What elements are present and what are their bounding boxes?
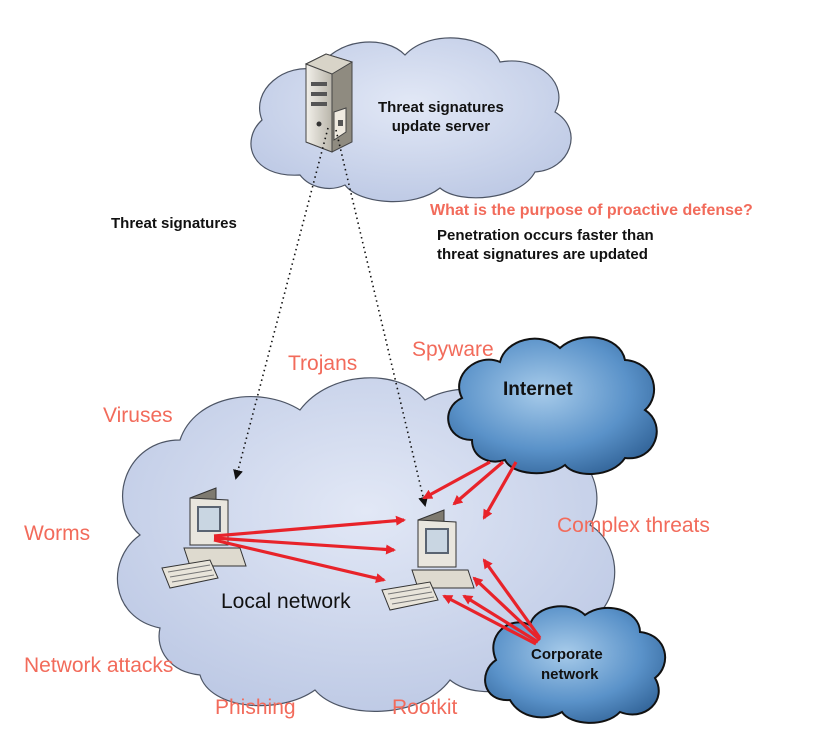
threat-spyware: Spyware — [412, 338, 494, 361]
internet-label: Internet — [503, 379, 573, 400]
answer-line1: Penetration occurs faster than — [437, 227, 654, 244]
server-label-line1: Threat signatures update server — [378, 98, 504, 136]
server-icon — [304, 53, 354, 153]
threat-phishing: Phishing — [215, 696, 296, 719]
server-label: Threat signatures update server — [378, 99, 504, 135]
threat-rootkit: Rootkit — [392, 696, 458, 719]
threat-complex: Complex threats — [557, 514, 710, 537]
corporate-label-line2: network — [541, 666, 599, 683]
computer-right-icon — [381, 509, 475, 611]
corporate-label-line1: Corporate — [531, 646, 603, 663]
threat-worms: Worms — [24, 522, 91, 545]
threat-signatures-label: Threat signatures — [111, 215, 237, 232]
attack-arrows — [213, 460, 542, 646]
computer-left-icon — [161, 487, 247, 589]
threat-network-attacks: Network attacks — [24, 654, 174, 677]
threat-viruses: Viruses — [103, 404, 173, 427]
local-network-label: Local network — [221, 590, 351, 613]
threat-trojans: Trojans — [288, 352, 358, 375]
answer-line2: threat signatures are updated — [437, 246, 648, 263]
internet-cloud — [447, 336, 658, 476]
corporate-cloud — [484, 605, 666, 724]
signature-update-lines — [233, 127, 429, 507]
question-title: What is the purpose of proactive defense… — [430, 202, 753, 219]
